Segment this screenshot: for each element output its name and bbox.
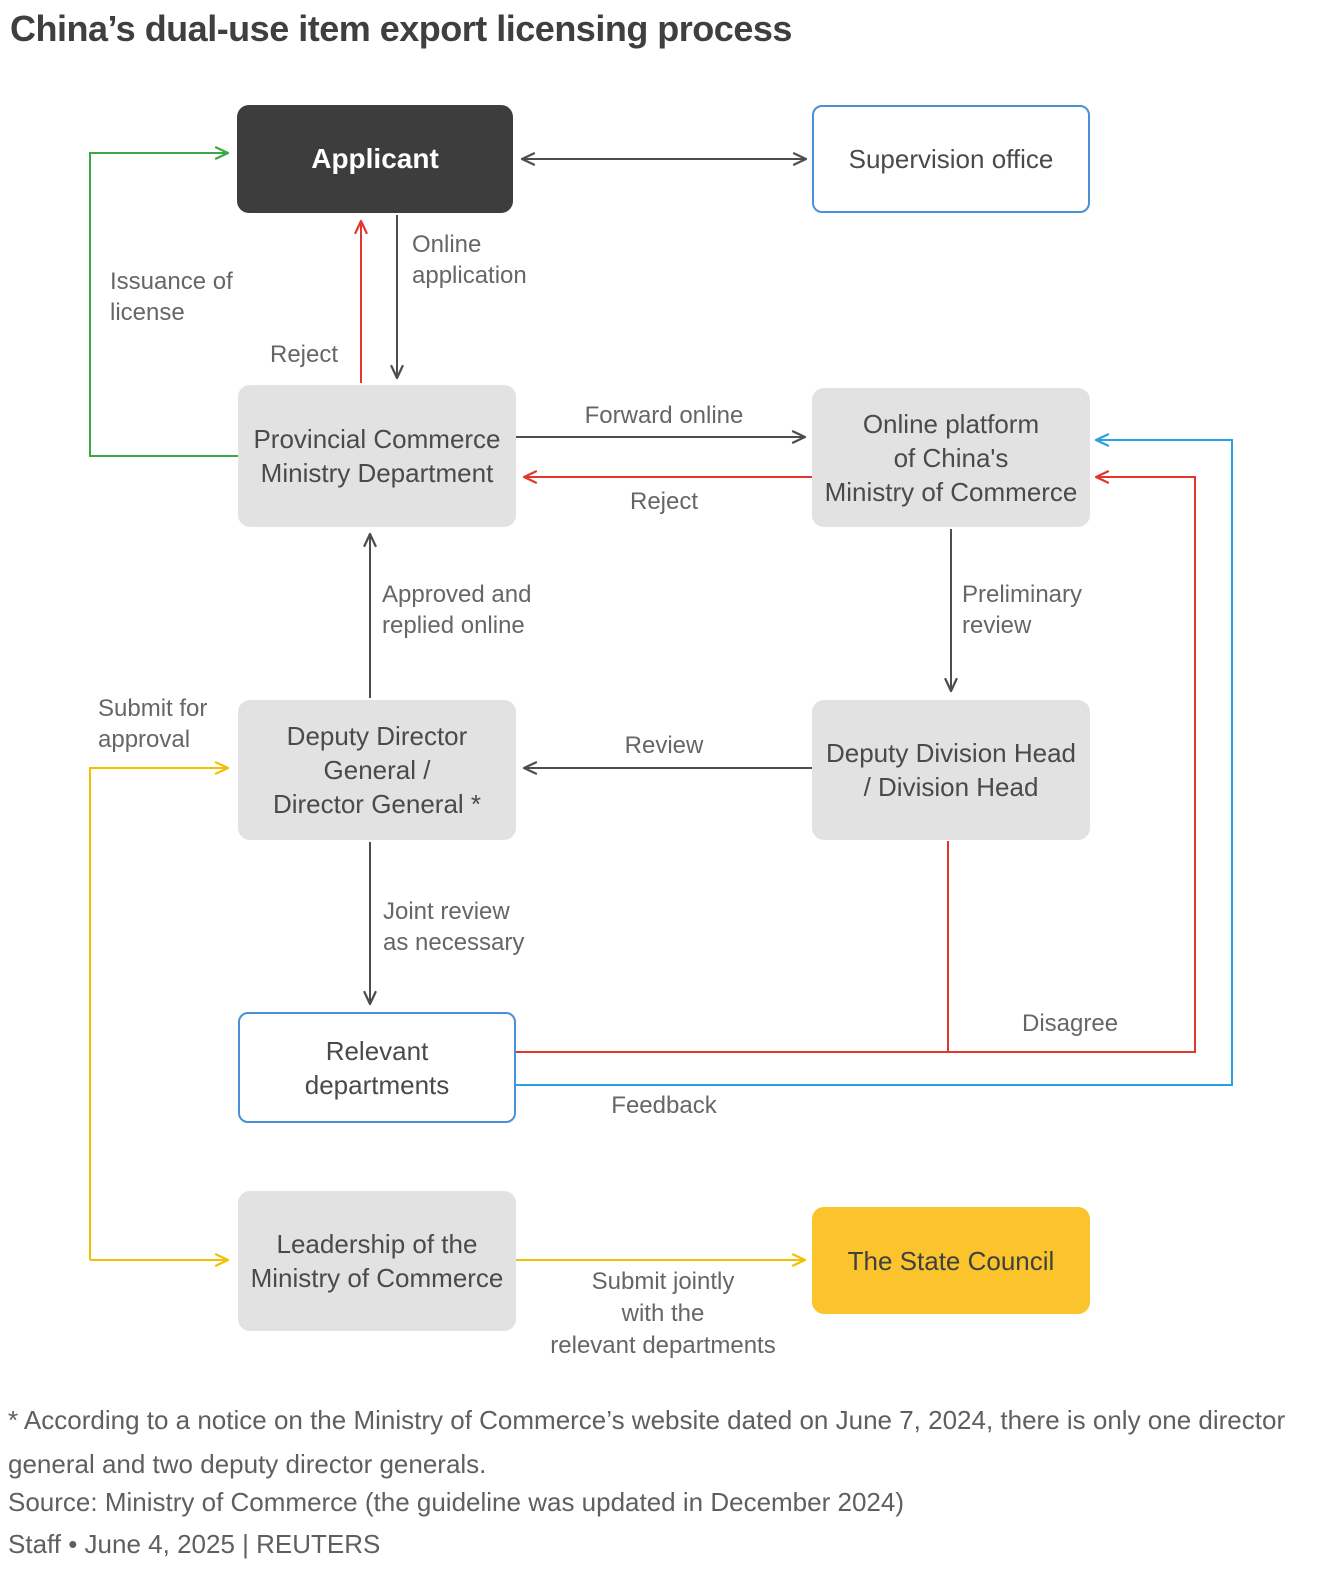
byline: Staff • June 4, 2025 | REUTERS (8, 1529, 381, 1559)
edge-submit-for-approval (89, 761, 230, 1260)
edge-issuance-of-license (89, 146, 238, 457)
node-supervision-office: Supervision office (812, 105, 1090, 213)
label-reject-to-applicant: Reject (270, 341, 339, 368)
label-feedback: Feedback (611, 1092, 717, 1119)
page-title: China’s dual-use item export licensing p… (10, 8, 792, 49)
node-deputy-director-general: Deputy Director General / Director Gener… (238, 700, 516, 840)
node-deputy-division-head: Deputy Division Head / Division Head (812, 700, 1090, 840)
node-applicant: Applicant (237, 105, 513, 213)
node-leadership-mofcom: Leadership of the Ministry of Commerce (238, 1191, 516, 1331)
source-line: Source: Ministry of Commerce (the guidel… (8, 1487, 904, 1517)
footnote: * According to a notice on the Ministry … (8, 1405, 1286, 1479)
label-forward-online: Forward online (584, 402, 744, 429)
label-submit-for-approval: Submit for approval (98, 695, 208, 753)
node-state-council: The State Council (812, 1207, 1090, 1314)
label-reject-to-provincial: Reject (629, 488, 699, 515)
label-approved-replied-online: Approved and replied online (382, 581, 532, 639)
label-issuance-of-license: Issuance of license (110, 268, 233, 326)
edge-disagree-return (516, 470, 1196, 1053)
label-online-application: Online application (412, 231, 527, 289)
label-disagree: Disagree (1022, 1010, 1119, 1037)
label-submit-jointly: Submit jointly with the relevant departm… (550, 1268, 776, 1359)
node-online-platform-mofcom: Online platform of China's Ministry of C… (812, 388, 1090, 527)
label-preliminary-review: Preliminary review (962, 581, 1083, 639)
label-joint-review: Joint review as necessary (383, 898, 525, 956)
node-provincial-commerce-ministry-department: Provincial Commerce Ministry Department (238, 385, 516, 527)
edge-feedback (516, 433, 1233, 1086)
label-review: Review (624, 732, 704, 759)
node-relevant-departments: Relevant departments (238, 1012, 516, 1123)
